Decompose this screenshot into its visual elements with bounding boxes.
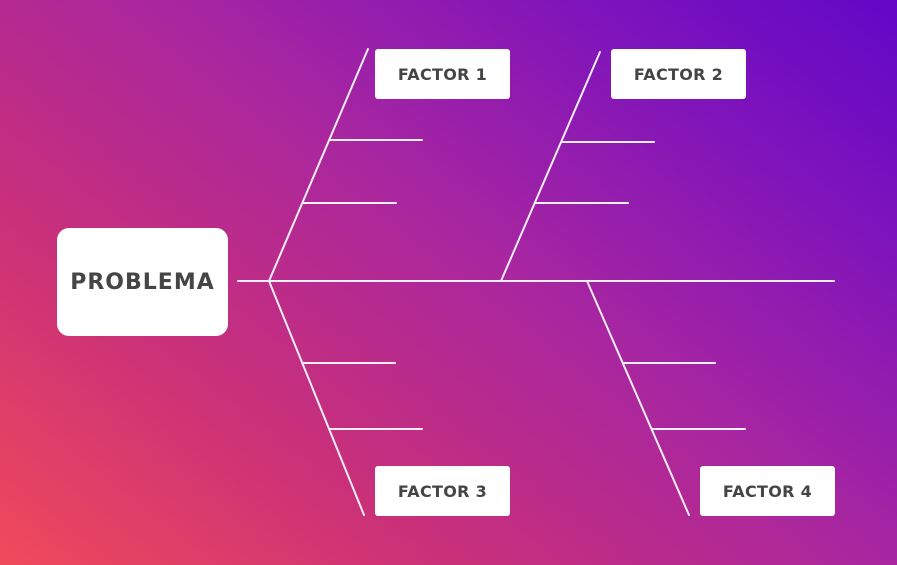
factor-3-box: FACTOR 3 <box>375 466 510 516</box>
factor-3-label: FACTOR 3 <box>397 481 488 501</box>
branch-factor-4 <box>586 280 690 516</box>
factor-2-label: FACTOR 2 <box>633 64 724 84</box>
problem-label: PROBLEMA <box>70 269 215 295</box>
branch-factor-3 <box>268 280 365 516</box>
problem-box: PROBLEMA <box>57 228 228 336</box>
branch-factor-1 <box>268 48 369 282</box>
factor-4-label: FACTOR 4 <box>722 481 813 501</box>
factor-2-box: FACTOR 2 <box>611 49 746 99</box>
factor-1-box: FACTOR 1 <box>375 49 510 99</box>
factor-4-box: FACTOR 4 <box>700 466 835 516</box>
branch-factor-2 <box>500 51 601 282</box>
factor-1-label: FACTOR 1 <box>397 64 488 84</box>
